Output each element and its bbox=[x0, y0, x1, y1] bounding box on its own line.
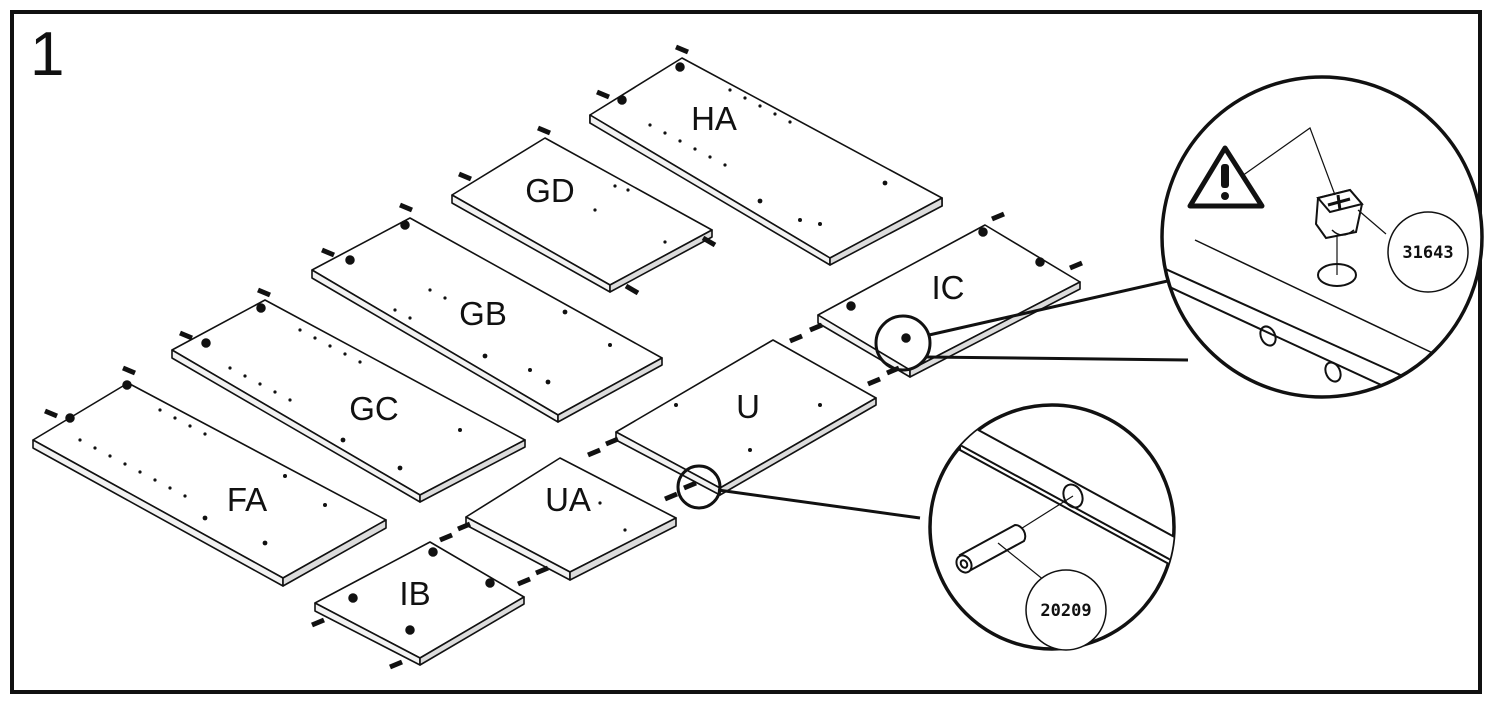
warning-triangle-icon bbox=[1187, 145, 1265, 209]
dowel-icon bbox=[44, 44, 1083, 670]
cam-fitting-icon bbox=[65, 62, 1045, 635]
fittings bbox=[44, 44, 1083, 670]
panel-ha bbox=[589, 57, 943, 266]
part-number-badge-31643 bbox=[1387, 211, 1469, 293]
label-ua: UA bbox=[545, 481, 591, 518]
panel-ib bbox=[314, 541, 525, 666]
instruction-frame bbox=[10, 10, 1482, 694]
part-number-badge-20209 bbox=[1025, 569, 1107, 651]
part-number-20209: 20209 bbox=[1040, 601, 1091, 621]
label-gd: GD bbox=[525, 172, 575, 209]
panel-gd bbox=[451, 137, 713, 293]
label-gb: GB bbox=[459, 295, 507, 332]
detail-dowel: 20209 bbox=[928, 403, 1176, 651]
label-ib: IB bbox=[399, 575, 430, 612]
step-number: 1 bbox=[30, 20, 65, 89]
panel-u bbox=[615, 339, 877, 496]
panel-gb bbox=[311, 217, 663, 423]
detail-cam-lock: 31643 bbox=[1160, 75, 1484, 399]
label-fa: FA bbox=[227, 481, 267, 518]
panel-ic bbox=[817, 224, 1081, 378]
hole-pattern bbox=[78, 88, 888, 546]
label-ha: HA bbox=[691, 100, 737, 137]
label-u: U bbox=[736, 388, 760, 425]
label-ic: IC bbox=[932, 269, 965, 306]
panel-gc bbox=[171, 299, 526, 503]
part-number-31643: 31643 bbox=[1402, 243, 1453, 263]
panel-ua bbox=[465, 457, 677, 581]
label-gc: GC bbox=[349, 390, 399, 427]
panel-fa bbox=[32, 382, 387, 587]
callout-leaders bbox=[676, 278, 1189, 520]
